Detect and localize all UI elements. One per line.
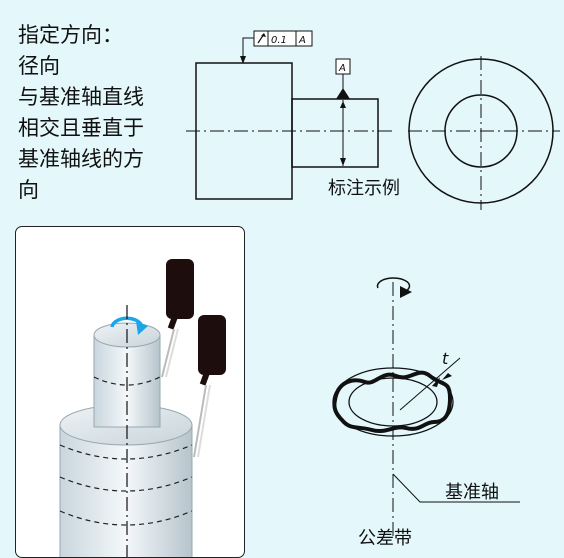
dial-probe-upper xyxy=(161,259,194,378)
tolerance-value: 0.1 xyxy=(271,35,287,46)
leader-arrow-icon xyxy=(240,56,246,64)
datum-axis-label: 基准轴 xyxy=(445,482,499,503)
annotation-drawing: 0.1 A A 标注示例 xyxy=(186,30,560,210)
description-line: 与基准轴直线 xyxy=(18,85,144,109)
description-line: 向 xyxy=(18,178,39,202)
part-shaft-outline xyxy=(291,98,379,168)
datum-axis-leader xyxy=(392,473,520,503)
annotation-caption: 标注示例 xyxy=(328,178,400,199)
description-line: 基准轴线的方 xyxy=(18,147,144,171)
description-line: 径向 xyxy=(18,54,60,78)
feature-control-frame: 0.1 A xyxy=(253,30,313,47)
datum-box-label: A xyxy=(338,63,346,74)
measurement-scene xyxy=(59,259,226,557)
runout-arrow-icon xyxy=(257,33,266,44)
zone-inner-boundary xyxy=(348,377,438,427)
front-view xyxy=(408,56,560,210)
tolerance-zone-label: 公差带 xyxy=(358,528,412,547)
rotation-arrow-icon xyxy=(110,316,148,335)
datum-reference: A xyxy=(298,35,306,46)
direction-description: 指定方向： 径向与基准轴直线相交且垂直于基准轴线的方向 xyxy=(18,20,144,206)
dial-probe-lower xyxy=(193,315,226,458)
rotation-indicator-icon xyxy=(376,277,411,293)
datum-triangle-icon xyxy=(336,88,350,99)
tolerance-zone-diagram: t 基准轴 公差带 xyxy=(332,277,520,547)
measurement-illustration xyxy=(15,226,245,558)
large-cylinder xyxy=(59,404,193,557)
tolerance-symbol: t xyxy=(442,349,449,368)
tolerance-dimension-line xyxy=(399,357,461,411)
description-line: 相交且垂直于 xyxy=(18,116,144,140)
leader-line xyxy=(242,37,254,62)
description-line: 指定方向： xyxy=(18,23,123,47)
measured-profile xyxy=(332,370,453,433)
